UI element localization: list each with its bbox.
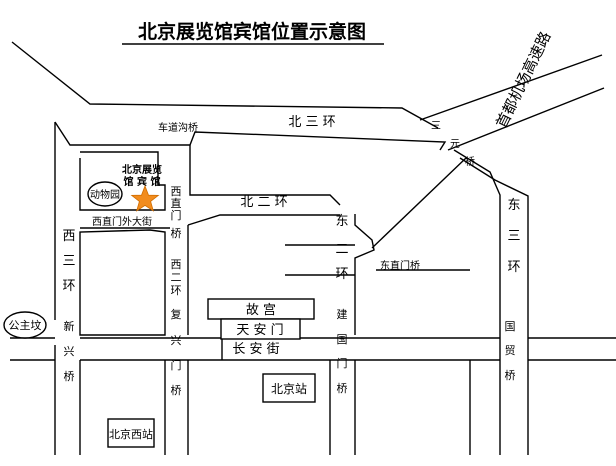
svg-text:新: 新 [64,319,75,333]
east-3rd-ring-label: 东 三 环 [507,198,520,275]
svg-text:东: 东 [507,198,520,213]
east-2nd-ring-label: 东 二 环 [335,214,348,282]
airport-expressway-north-edge [419,54,603,121]
svg-text:复: 复 [171,307,182,321]
north-3rd-ring-label: 北 三 环 [288,115,335,130]
west-block [79,229,166,336]
svg-text:二: 二 [171,271,182,284]
hotel-district-block [79,151,166,211]
xizhimenwai-street-label: 西直门外大街 [92,215,152,228]
svg-text:环: 环 [507,260,520,275]
svg-text:环: 环 [62,279,75,294]
airport-expressway-label: 首都机场高速路 [492,29,554,131]
sanyuan-link-road [371,157,467,249]
svg-text:贸: 贸 [505,344,516,357]
gugong-label: 故 宫 [246,303,276,318]
guomao-bridge-label: 国 贸 桥 [505,320,516,382]
changan-street-label: 长 安 街 [232,342,279,357]
gongzhufen-ellipse [3,311,47,339]
hotel-star-icon [130,184,160,212]
zoo-ellipse [87,181,123,207]
svg-text:三: 三 [431,121,441,132]
west-3rd-ring-label: 西 三 环 [62,229,75,294]
svg-text:桥: 桥 [171,384,182,397]
svg-text:三: 三 [62,254,75,269]
svg-text:门: 门 [171,208,182,222]
svg-text:兴: 兴 [64,345,75,358]
svg-text:门: 门 [171,358,182,372]
zoo-label: 动物园 [90,188,120,201]
svg-text:元: 元 [450,139,460,150]
airport-expressway-south-edge [447,87,605,151]
svg-text:兴: 兴 [171,334,182,347]
chedaogou-bridge-label: 车道沟桥 [158,121,198,134]
svg-text:环: 环 [335,267,348,282]
west-2nd-ring-road-inner [187,214,340,226]
tiananmen-box [220,318,301,340]
svg-text:桥: 桥 [465,156,475,168]
beijing-west-station-label: 北京西站 [109,427,153,441]
inner-city-east-line [354,214,375,335]
beijing-west-station-box [107,418,155,448]
sanyuan-bridge-label: 三 元 桥 [431,121,475,168]
svg-text:环: 环 [171,284,182,297]
svg-text:桥: 桥 [64,370,75,383]
svg-text:国: 国 [337,333,348,346]
north-3rd-ring-road-south-edge [54,121,447,151]
map-title: 北京展览馆宾馆位置示意图 [138,20,366,43]
svg-text:国: 国 [505,320,516,333]
jianguomen-bridge-label: 建 国 门 桥 [337,307,348,395]
east-3rd-ring-road-inner [459,157,529,455]
north-2nd-ring-label: 北 二 环 [240,195,287,210]
svg-text:西: 西 [62,229,75,244]
xizhimen-bridge-label: 西 直 门 桥 [171,185,182,240]
svg-text:桥: 桥 [171,227,182,240]
north-3rd-ring-road [11,41,439,129]
road-network [10,41,616,455]
tiananmen-label: 天 安 门 [236,323,283,338]
hotel-label-line1: 北京展览 [122,163,162,176]
gongzhufen-label: 公主坟 [9,318,42,332]
fuxingmen-bridge-label: 复 兴 门 桥 [171,307,182,397]
beijing-station-label: 北京站 [271,382,307,396]
west-2nd-ring-label: 西 二 环 [171,258,182,297]
svg-text:桥: 桥 [505,369,516,382]
svg-text:二: 二 [335,242,348,257]
dongzhimen-bridge-label: 东直门桥 [380,259,420,272]
svg-text:桥: 桥 [337,382,348,395]
svg-text:直: 直 [171,196,182,210]
svg-text:西: 西 [171,258,182,271]
beijing-station-box [262,373,316,403]
svg-text:东: 东 [335,214,348,229]
west-2nd-ring-road [189,145,341,206]
east-3rd-ring-road [453,149,501,455]
svg-text:西: 西 [171,185,182,198]
svg-text:门: 门 [337,356,348,370]
xinxing-bridge-label: 新 兴 桥 [64,319,75,383]
svg-text:三: 三 [507,229,520,244]
hotel-label-line2: 馆 宾 馆 [124,175,161,188]
svg-text:建: 建 [337,307,348,321]
